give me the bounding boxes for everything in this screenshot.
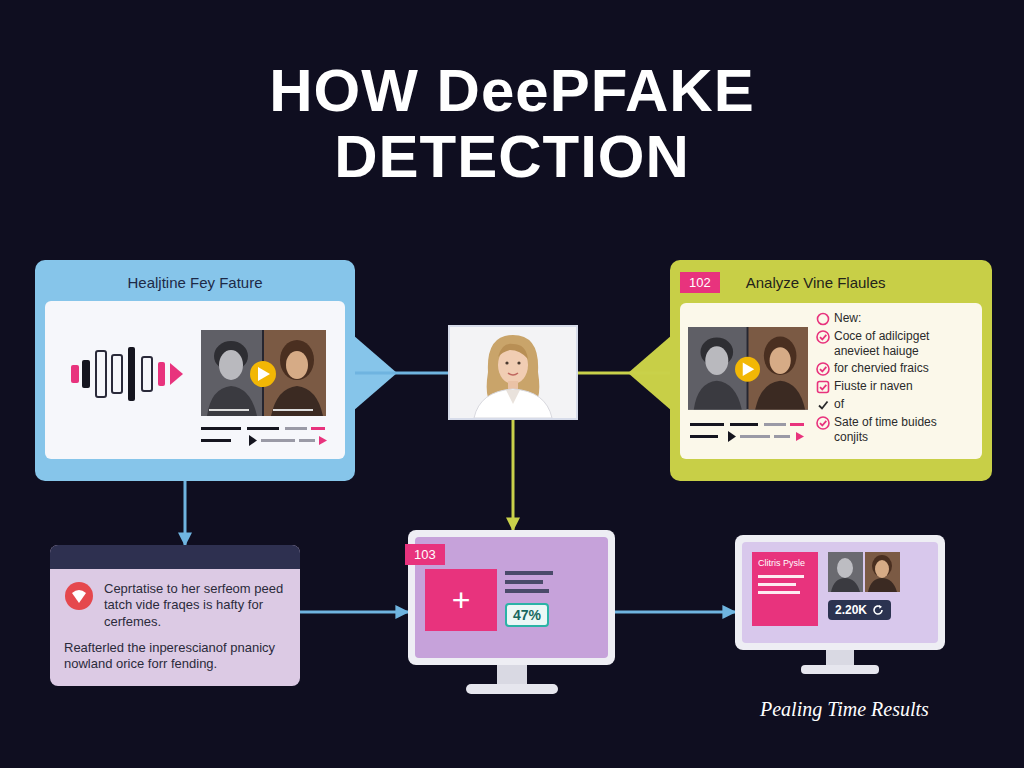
- card-text: Clitris Pysle: [758, 558, 812, 569]
- portraits-icon: [828, 552, 900, 592]
- photo-box: [448, 325, 578, 420]
- connector-arrow: [512, 420, 515, 530]
- callout-number: 103: [405, 544, 445, 565]
- checklist-text: for chervied fraics: [834, 361, 974, 376]
- checklist-item: of: [816, 397, 974, 412]
- connector-arrow: [184, 481, 187, 545]
- connector-arrow: [578, 372, 670, 375]
- checklist-text: Coce of adilcipget anevieet haiuge: [834, 329, 974, 358]
- count-pill: 2.20K: [828, 600, 891, 620]
- connector-arrow: [615, 611, 735, 614]
- check-icon: [816, 362, 830, 376]
- monitor-screen: 103+ 47%: [415, 537, 608, 658]
- connector-arrow: [355, 372, 448, 375]
- connector-arrow: [300, 611, 408, 614]
- diagram-title: HOW DeePFAKE DETECTION: [192, 58, 832, 190]
- note-body: Ceprtatise to her serfeom peed tatch vid…: [50, 569, 300, 686]
- checklist-item: New:: [816, 311, 974, 326]
- checklist-item: Coce of adilcipget anevieet haiuge: [816, 329, 974, 358]
- screen-side: 47%: [505, 569, 561, 627]
- result-column: 2.20K: [828, 552, 900, 633]
- count-value: 2.20K: [835, 603, 867, 617]
- note-text: Reafterled the inperescianof pnanicy now…: [64, 640, 286, 673]
- checklist-text: Sate of time buides conjits: [834, 415, 974, 444]
- refresh-icon: [872, 604, 884, 616]
- video-illustration: [688, 311, 808, 451]
- checklist-text: New:: [834, 311, 974, 326]
- monitor-screen: Clitris Pysle 2.20K: [742, 542, 938, 643]
- portrait-photo: [450, 327, 576, 418]
- checklist-item: Sate of time buides conjits: [816, 415, 974, 444]
- video-analysis-illustration: [49, 305, 341, 455]
- checkbox-icon: [816, 380, 830, 394]
- checklist: New: Coce of adilcipget anevieet haiuge …: [816, 311, 974, 451]
- feature-box: Healjtine Fey Fature: [35, 260, 355, 481]
- tick-icon: [816, 398, 830, 412]
- checklist-item: Fiuste ir naven: [816, 379, 974, 394]
- heading-row: 102 Analyze Vine Flaules: [680, 272, 982, 293]
- inner-panel: [45, 301, 345, 459]
- analysis-box: 102 Analyze Vine Flaules New: Coce of adi…: [670, 260, 992, 481]
- check-icon: [816, 416, 830, 430]
- inner-panel: New: Coce of adilcipget anevieet haiuge …: [680, 303, 982, 459]
- empty-check-icon: [816, 312, 830, 326]
- note-text: Ceprtatise to her serfeom peed tatch vid…: [104, 581, 286, 630]
- alert-icon: [64, 581, 94, 611]
- result-monitor: Clitris Pysle 2.20K: [735, 535, 945, 650]
- checklist-text: Fiuste ir naven: [834, 379, 974, 394]
- card-lines-icon: [758, 573, 810, 599]
- note-box: Ceprtatise to her serfeom peed tatch vid…: [50, 545, 300, 686]
- monitor-base: [801, 665, 879, 674]
- screen-row: + 47%: [425, 569, 598, 631]
- header-band: [50, 545, 300, 569]
- monitor-neck: [826, 649, 854, 667]
- monitor-box: 103 + 47%: [408, 530, 615, 665]
- checklist-text: of: [834, 397, 974, 412]
- check-icon: [816, 330, 830, 344]
- monitor-base: [466, 684, 558, 694]
- result-card: Clitris Pysle: [752, 552, 818, 626]
- box-heading: Healjtine Fey Fature: [45, 274, 345, 291]
- monitor-neck: [497, 664, 527, 686]
- box-heading: Analyze Vine Flaules: [746, 274, 886, 291]
- percent-bubble: 47%: [505, 603, 549, 627]
- checklist-item: for chervied fraics: [816, 361, 974, 376]
- callout-number: 102: [680, 272, 720, 293]
- diagram-caption: Pealing Time Results: [760, 698, 980, 721]
- text-lines-icon: [505, 569, 561, 595]
- note-row: Ceprtatise to her serfeom peed tatch vid…: [64, 581, 286, 630]
- plus-tile: +: [425, 569, 497, 631]
